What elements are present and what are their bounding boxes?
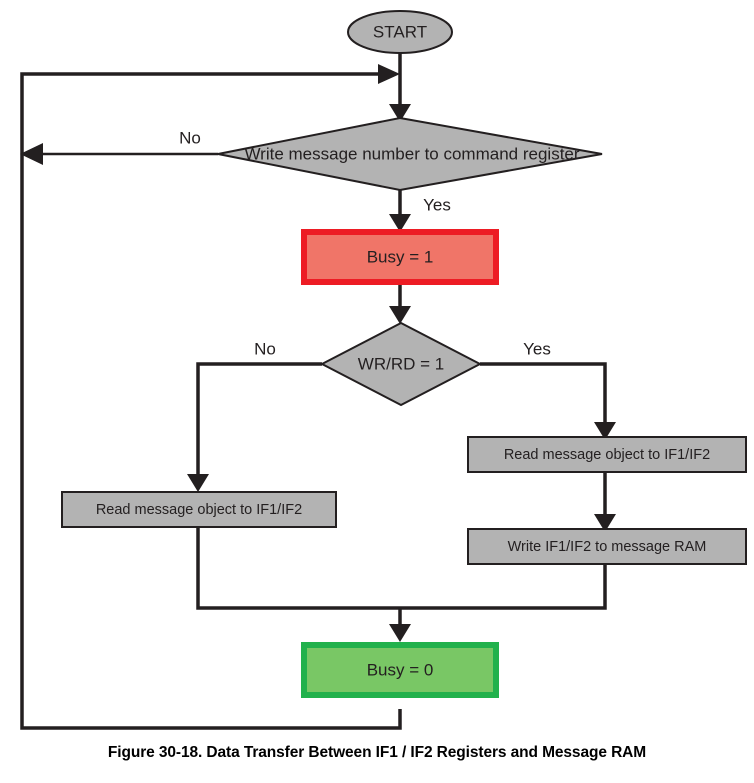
write-ram-box xyxy=(467,528,747,565)
read-left-box xyxy=(61,491,337,528)
arrowhead-decision-yes xyxy=(389,214,411,232)
wr-rd-check-label: WR/RD = 1 xyxy=(358,354,444,373)
node-write-ram[interactable]: Write IF1/IF2 to message RAM xyxy=(467,528,747,565)
edge-decision-yes-to-busyset xyxy=(389,190,411,232)
edge-merge-to-busyclear xyxy=(196,527,607,642)
node-busy-set[interactable]: Busy = 1 xyxy=(301,229,499,285)
write-command-register-diamond xyxy=(217,116,603,192)
edge-label-command-no: No xyxy=(179,128,201,147)
edge-wrrd-no-to-read-left xyxy=(187,362,322,492)
busy-clear-box xyxy=(301,642,499,698)
edge-loopback-rail xyxy=(20,64,402,730)
start-label: START xyxy=(373,22,427,41)
edge-label-wrrd-yes: Yes xyxy=(523,339,551,358)
busy-clear-label: Busy = 0 xyxy=(367,660,434,679)
node-busy-clear[interactable]: Busy = 0 xyxy=(301,642,499,698)
read-right-box xyxy=(467,436,747,473)
edge-start-to-decision xyxy=(389,52,411,122)
flowchart-canvas: START Write message number to command re… xyxy=(20,10,747,730)
node-read-right[interactable]: Read message object to IF1/IF2 xyxy=(467,436,747,473)
arrowhead-start-to-decision xyxy=(389,104,411,122)
node-write-command-register[interactable]: Write message number to command register xyxy=(217,116,603,192)
node-start[interactable]: START xyxy=(347,10,453,54)
arrowhead-loopback-into-spine xyxy=(378,64,400,84)
read-left-label: Read message object to IF1/IF2 xyxy=(96,502,302,518)
arrowhead-merge-to-busyclear xyxy=(389,624,411,642)
arrowhead-wrrd-no xyxy=(187,474,209,492)
start-ellipse xyxy=(347,10,453,54)
edge-read-right-to-write-ram xyxy=(594,470,616,532)
edge-busyset-to-wrrd xyxy=(389,282,411,324)
arrowhead-busyset-to-wrrd xyxy=(389,306,411,324)
busy-set-label: Busy = 1 xyxy=(367,247,434,266)
write-command-register-label: Write message number to command register xyxy=(244,144,579,163)
read-right-label: Read message object to IF1/IF2 xyxy=(504,447,710,463)
figure-caption: Figure 30-18. Data Transfer Between IF1 … xyxy=(107,744,647,761)
node-read-left[interactable]: Read message object to IF1/IF2 xyxy=(61,491,337,528)
wr-rd-check-diamond xyxy=(319,321,483,407)
write-ram-label: Write IF1/IF2 to message RAM xyxy=(508,539,707,555)
busy-set-box xyxy=(301,229,499,285)
node-wr-rd-check[interactable]: WR/RD = 1 xyxy=(319,321,483,407)
arrowhead-wrrd-yes xyxy=(594,422,616,440)
edge-decision-no-to-loopback xyxy=(20,143,218,165)
arrowhead-decision-no xyxy=(20,143,43,165)
edge-label-wrrd-no: No xyxy=(254,339,276,358)
arrowhead-read-right-to-write-ram xyxy=(594,514,616,532)
edge-label-command-yes: Yes xyxy=(423,195,451,214)
edge-wrrd-yes-to-read-right xyxy=(480,362,616,440)
